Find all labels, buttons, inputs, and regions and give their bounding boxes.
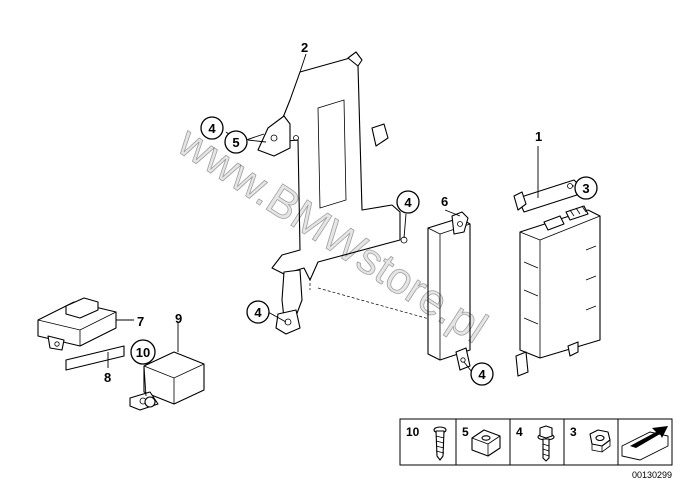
callout-4b: 4 <box>404 195 412 210</box>
pad-part-8 <box>65 345 125 371</box>
legend-num-3: 3 <box>570 425 577 439</box>
callout-circle-4c: 4 <box>246 300 270 324</box>
callout-8: 8 <box>104 370 111 385</box>
callout-5: 5 <box>232 135 239 150</box>
nut-icon <box>589 429 611 453</box>
callout-2: 2 <box>301 40 308 55</box>
clip-nut-icon <box>471 429 501 457</box>
callout-circle-5: 5 <box>224 130 248 154</box>
module-part-9 <box>129 351 205 411</box>
callout-4d: 4 <box>478 367 486 382</box>
legend-num-10: 10 <box>406 425 420 439</box>
callout-9: 9 <box>175 311 182 326</box>
bracket-part-2 <box>257 51 408 335</box>
screw-icon <box>433 426 447 461</box>
legend-num-5: 5 <box>462 425 469 439</box>
module-part-6 <box>427 211 471 371</box>
callout-circle-4a: 4 <box>200 116 224 140</box>
legend-num-4: 4 <box>516 425 523 439</box>
module-part-7 <box>37 297 117 351</box>
callout-circle-4b: 4 <box>396 190 420 214</box>
direction-arrow-icon <box>621 426 669 461</box>
diagram-code: 00130299 <box>632 470 672 480</box>
callout-10: 10 <box>136 345 150 360</box>
callout-circle-3: 3 <box>574 176 598 200</box>
callout-4a: 4 <box>208 121 216 136</box>
bolt-icon <box>537 425 555 462</box>
callout-6: 6 <box>441 194 448 209</box>
control-unit-part-1 <box>513 179 601 377</box>
hardware-legend: 10 5 4 3 <box>399 418 673 466</box>
callout-4c: 4 <box>254 305 262 320</box>
callout-circle-4d: 4 <box>470 362 494 386</box>
callout-circle-10: 10 <box>130 339 156 365</box>
callout-3: 3 <box>582 181 589 196</box>
callout-7: 7 <box>137 314 144 329</box>
callout-1: 1 <box>535 129 542 144</box>
